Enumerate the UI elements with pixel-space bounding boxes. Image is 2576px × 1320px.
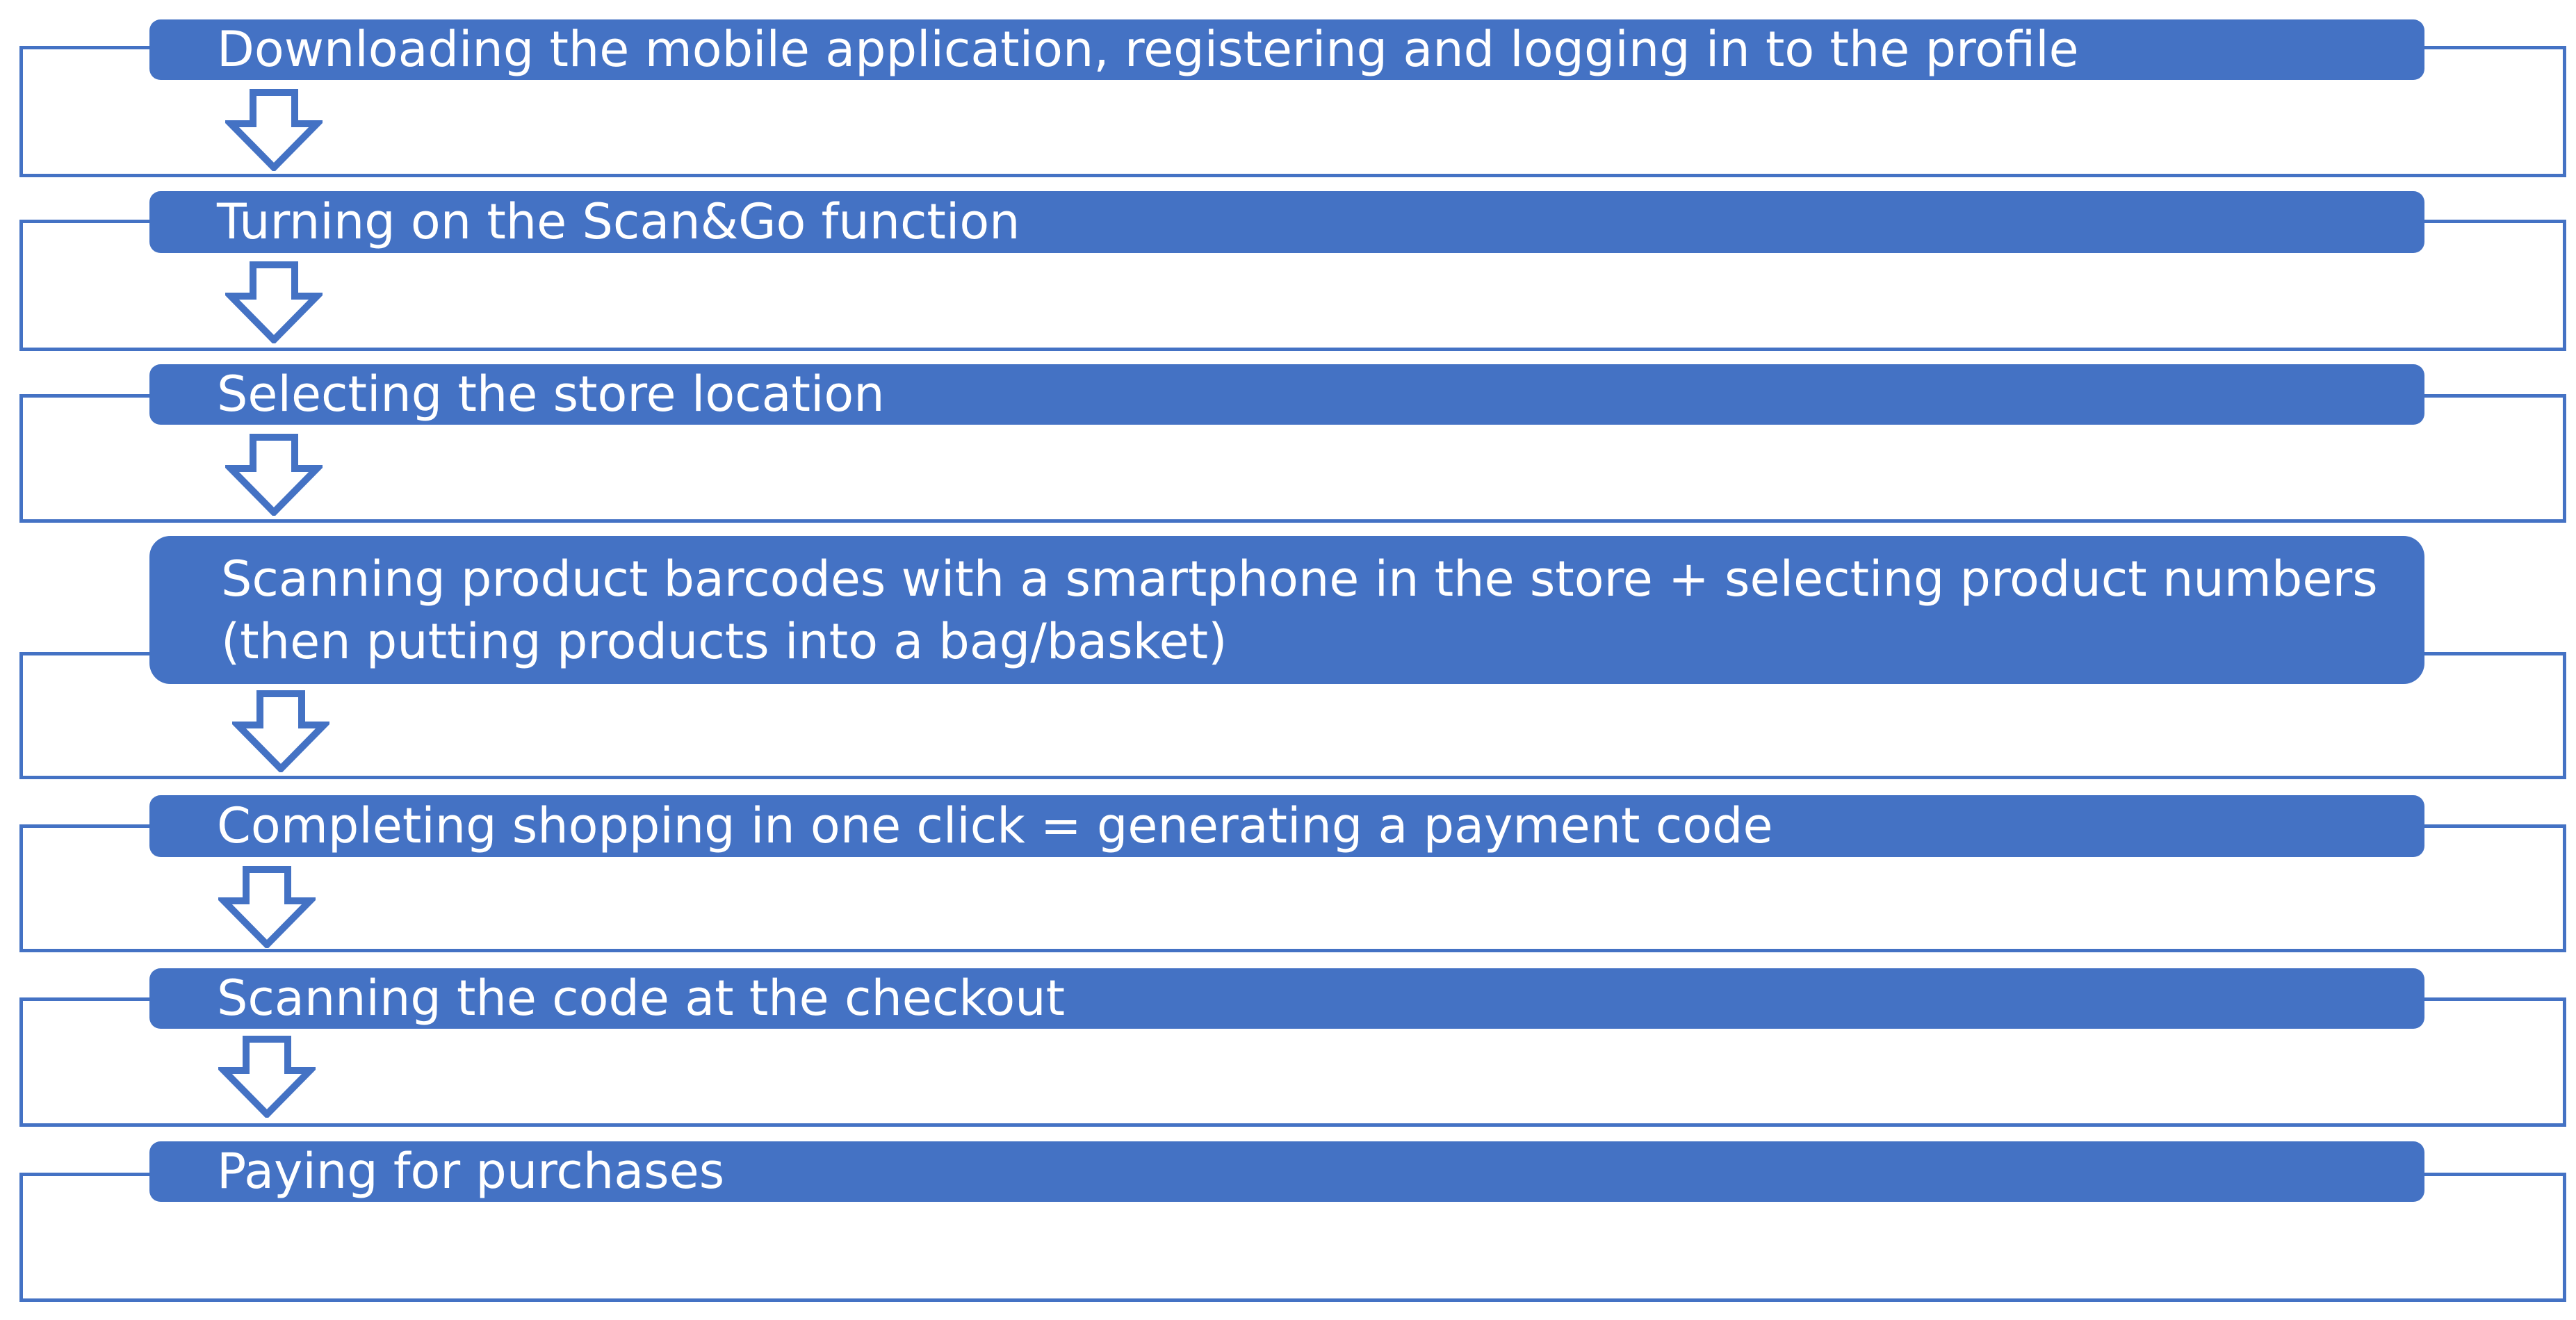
down-arrow-icon xyxy=(215,866,318,950)
down-arrow-icon xyxy=(222,434,325,518)
down-arrow-icon xyxy=(215,1036,318,1120)
down-arrow-icon xyxy=(222,89,325,173)
step-label: Paying for purchases xyxy=(217,1143,725,1200)
step-bar: Selecting the store location xyxy=(149,364,2424,425)
step-bar: Scanning the code at the checkout xyxy=(149,968,2424,1029)
step-label: Selecting the store location xyxy=(217,366,885,423)
step-label: Scanning the code at the checkout xyxy=(217,970,1066,1027)
step-label: Downloading the mobile application, regi… xyxy=(217,21,2079,78)
step-bar: Scanning product barcodes with a smartph… xyxy=(149,536,2424,684)
step-bar: Paying for purchases xyxy=(149,1141,2424,1202)
step-bar: Completing shopping in one click = gener… xyxy=(149,795,2424,857)
step-label: Turning on the Scan&Go function xyxy=(217,193,1020,250)
down-arrow-icon xyxy=(222,261,325,345)
step-bar: Turning on the Scan&Go function xyxy=(149,191,2424,253)
step-bar: Downloading the mobile application, regi… xyxy=(149,19,2424,80)
down-arrow-icon xyxy=(229,690,332,774)
step-label: Scanning product barcodes with a smartph… xyxy=(221,550,2378,670)
step-label: Completing shopping in one click = gener… xyxy=(217,797,1773,854)
